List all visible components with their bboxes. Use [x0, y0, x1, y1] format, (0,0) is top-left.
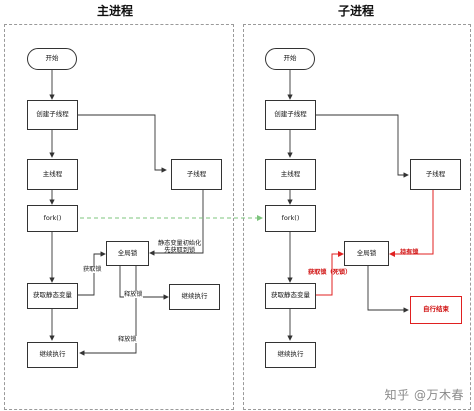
left-child-thread-box: 子线程	[171, 159, 222, 190]
right-child-thread-box: 子线程	[410, 159, 461, 190]
right-get-static-box: 获取静态变量	[265, 283, 316, 309]
left-panel-title: 主进程	[96, 4, 133, 18]
left-get-static-box: 获取静态变量	[27, 283, 78, 309]
right-panel	[243, 24, 471, 410]
left-main-thread-box: 主线程	[27, 159, 78, 190]
label-deadlock: 获取锁（死锁）	[308, 269, 352, 276]
label-acquire-lock: 获取锁	[83, 266, 102, 274]
label-hold-lock: 持有锁	[400, 249, 419, 256]
watermark: 知乎 @万木春	[384, 388, 464, 402]
right-continue-box: 继续执行	[265, 342, 316, 368]
left-continue-box-a: 继续执行	[27, 342, 78, 368]
label-release-lock-b: 释放锁	[124, 291, 143, 299]
right-fork-box: fork()	[265, 205, 316, 232]
edge-create-child	[78, 114, 167, 173]
right-panel-title: 子进程	[337, 4, 374, 18]
label-static-init: 静态变量初始化 先获取到锁	[158, 240, 202, 255]
right-self-end-box: 自行结束	[410, 296, 462, 324]
left-continue-box-b: 继续执行	[169, 284, 220, 310]
label-release-lock-a: 释放锁	[118, 336, 137, 344]
edge-r-deadlock	[316, 251, 344, 296]
edge-r-create-child	[316, 114, 409, 178]
left-panel	[4, 24, 234, 410]
edge-r-child-holds-lock	[389, 190, 434, 257]
left-create-thread-box: 创建子线程	[27, 100, 78, 130]
edge-lock-continue-b	[119, 266, 169, 300]
right-start-node: 开始	[265, 48, 315, 70]
right-main-thread-box: 主线程	[265, 159, 316, 190]
left-global-lock-box: 全局锁	[106, 241, 149, 266]
right-create-thread-box: 创建子线程	[265, 100, 316, 130]
right-global-lock-box: 全局锁	[344, 241, 389, 266]
left-start-node: 开始	[27, 48, 77, 70]
edge-get-lock	[78, 251, 106, 296]
edge-r-lock-end	[367, 266, 409, 313]
edge-child-lock	[149, 190, 204, 256]
left-fork-box: fork()	[27, 205, 78, 232]
